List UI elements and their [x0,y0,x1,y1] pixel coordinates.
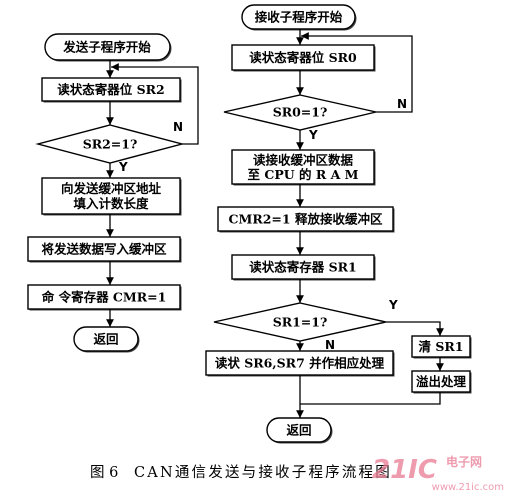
send-command-box: 命 令寄存器 CMR=1 [27,284,182,311]
send-decision-diamond: SR2=1? [35,124,185,164]
receive-sr1-decision-label: SR1=1? [273,315,328,330]
receive-clear-sr1-box: 清 SR1 [411,335,472,359]
receive-loop-connector [301,32,413,113]
receive-end-label: 返回 [286,423,311,438]
send-loop-connector [111,63,199,145]
figure-caption: 图 6 CAN通信发送与接收子程序流程图 [90,464,392,481]
receive-start-label: 接收子程序开始 [255,10,343,25]
send-command-label: 命 令寄存器 CMR=1 [41,290,167,305]
receive-read-sr1-box: 读状态寄存器 SR1 [231,254,376,281]
receive-overflow-label: 溢出处理 [416,374,467,389]
receive-read-status-box: 读状态寄器位 SR0 [231,44,376,72]
send-fill-buffer-line2: 填入计数长度 [73,196,149,211]
receive-process-box: 读状 SR6,SR7 并作相应处理 [205,350,395,377]
send-start-terminal: 发送子程序开始 [44,33,172,62]
receive-clear-sr1-label: 清 SR1 [419,339,464,354]
receive-sr1-no-label: N [325,338,335,352]
figure-title: CAN通信发送与接收子程序流程图 [134,464,392,481]
receive-read-status-label: 读状态寄器位 SR0 [249,50,357,65]
receive-end-terminal: 返回 [266,417,333,444]
receive-start-terminal: 接收子程序开始 [241,4,357,31]
figure-number: 图 6 [90,465,118,481]
watermark-url: www.21ic.com [432,482,504,493]
receive-yes-label: Y [308,128,318,142]
send-write-buffer-box: 将发送数据写入缓冲区 [27,236,182,263]
receive-read-buffer-box: 读接收缓冲区数据 至 CPU 的 R A M [231,149,376,186]
watermark-name: 电子网 [446,454,482,469]
receive-no-label: N [397,97,407,111]
receive-sr1-decision-diamond: SR1=1? [213,302,387,342]
watermark-logo-text: 21IC [372,455,437,485]
send-write-buffer-label: 将发送数据写入缓冲区 [41,242,167,257]
connector [300,392,441,405]
send-yes-label: Y [118,160,128,174]
receive-read-sr1-label: 读状态寄存器 SR1 [249,260,356,275]
send-end-label: 返回 [93,332,118,347]
send-fill-buffer-box: 向发送缓冲区地址 填入计数长度 [41,177,182,216]
receive-release-box: CMR2=1 释放接收缓冲区 [217,206,395,233]
send-fill-buffer-line1: 向发送缓冲区地址 [61,181,162,196]
receive-sr1-yes-label: Y [388,298,398,312]
send-flowchart: 发送子程序开始 读状态寄器位 SR2 SR2=1? N Y 向发送缓冲区地址 填… [27,33,199,353]
send-decision-label: SR2=1? [83,137,138,152]
receive-overflow-box: 溢出处理 [411,370,472,394]
watermark-logo: 21IC 电子网 www.21ic.com [372,454,504,493]
connector [386,321,444,336]
send-start-label: 发送子程序开始 [62,40,151,55]
send-end-terminal: 返回 [73,326,140,353]
receive-decision-label: SR0=1? [273,105,328,120]
receive-decision-diamond: SR0=1? [223,94,377,131]
receive-release-label: CMR2=1 释放接收缓冲区 [229,212,383,227]
receive-process-label: 读状 SR6,SR7 并作相应处理 [215,356,385,371]
receive-read-buffer-line1: 读接收缓冲区数据 [253,153,354,168]
receive-flowchart: 接收子程序开始 读状态寄器位 SR0 SR0=1? N Y 读接收缓冲区数据 至… [205,4,472,444]
receive-read-buffer-line2: 至 CPU 的 R A M [248,167,359,182]
send-read-status-box: 读状态寄器位 SR2 [41,77,182,103]
send-no-label: N [173,120,183,134]
send-read-status-label: 读状态寄器位 SR2 [57,82,164,97]
